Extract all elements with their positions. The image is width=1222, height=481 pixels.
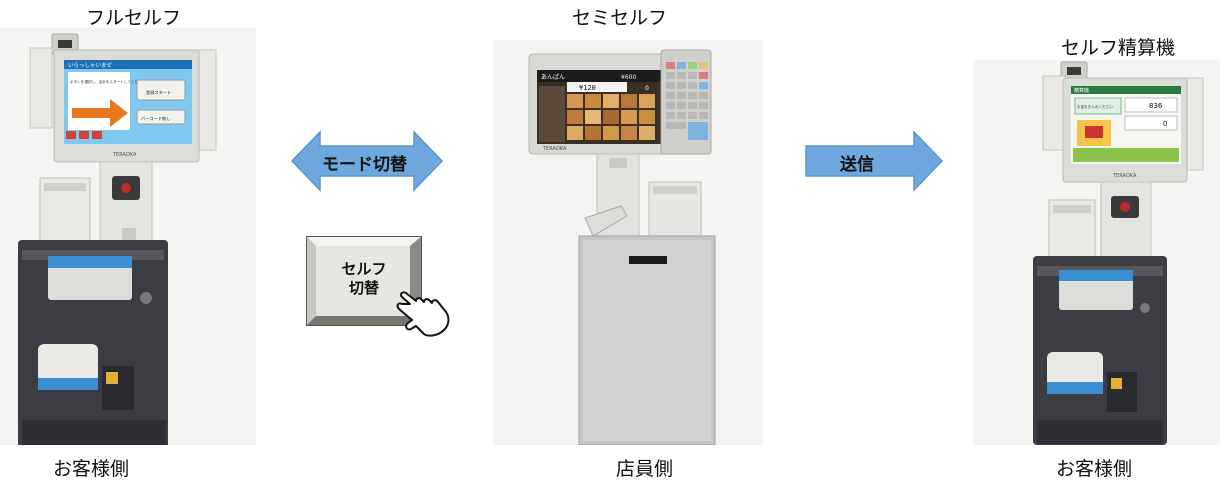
self-switch-label-line2: 切替 [348,279,379,297]
self-checkout-kiosk-panel: 精算機 お金をお入れください 836 0 TERAOKA [973,60,1220,445]
right-arrow-icon [805,130,944,192]
title-semi-self: セミセルフ [572,7,668,29]
right-instruction: お金をお入れください [1077,104,1113,109]
send-label: 送信 [840,155,874,175]
left-instruction: ボタンを選択し、会計をスタートしてください [70,79,146,84]
self-checkout-kiosk-illustration: 精算機 お金をお入れください 836 0 TERAOKA [1033,61,1204,445]
center-zero: 0 [645,85,649,92]
right-header: 精算機 [1074,87,1089,94]
left-brand: TERAOKA [112,152,137,158]
center-brand: TERAOKA [542,146,567,152]
caption-customer-right: お客様側 [1056,458,1133,480]
center-price: ¥120 [579,84,596,92]
left-start-button: 登録スタート [146,89,171,96]
semi-self-kiosk-panel: あんぱん ¥600 ¥120 0 TERAOKA [493,40,763,446]
semi-self-kiosk-illustration: あんぱん ¥600 ¥120 0 TERAOKA [528,49,716,446]
product-grid [567,94,655,140]
title-full-self: フルセルフ [86,7,182,29]
right-amount-due: 836 [1149,102,1163,110]
caption-customer-left: お客様側 [53,458,130,480]
left-greeting: いらっしゃいませ [68,62,112,69]
full-self-kiosk-panel: いらっしゃいませ ボタンを選択し、会計をスタートしてください 登録スタート バー… [0,28,256,448]
keypad [666,62,708,140]
hand-pointer-icon [396,291,450,337]
title-self-checkout: セルフ精算機 [1061,37,1176,59]
center-total: ¥600 [621,74,636,81]
full-self-kiosk-illustration: いらっしゃいませ ボタンを選択し、会計をスタートしてください 登録スタート バー… [18,33,217,448]
self-switch-label-line1: セルフ [341,260,387,278]
left-barcode-button: バーコード無し [141,115,170,122]
center-item-name: あんぱん [541,74,565,81]
mode-switch-label: モード切替 [322,155,407,175]
right-brand: TERAOKA [1112,173,1137,179]
right-inserted: 0 [1163,120,1167,128]
double-arrow-icon [290,130,444,192]
caption-staff-center: 店員側 [616,458,674,480]
